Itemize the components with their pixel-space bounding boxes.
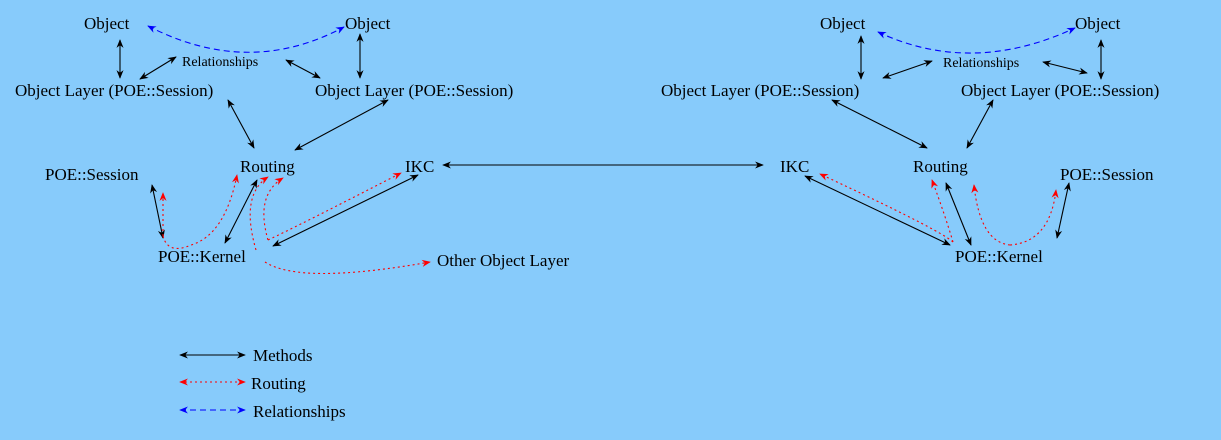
right-edges <box>804 27 1105 246</box>
legend-routing-label: Routing <box>251 374 306 393</box>
node-object: Object <box>84 14 130 33</box>
method-edge <box>1055 182 1071 239</box>
method-edge <box>1042 60 1088 75</box>
node-other-object-layer: Other Object Layer <box>437 251 569 270</box>
node-poe-session: POE::Session <box>1060 165 1154 184</box>
node-routing: Routing <box>913 157 968 176</box>
node-object-layer: Object Layer (POE::Session) <box>315 81 513 100</box>
relationship-edge <box>877 27 1076 54</box>
routing-edge <box>267 172 402 241</box>
node-ikc: IKC <box>405 157 434 176</box>
node-relationships: Relationships <box>182 55 258 70</box>
routing-edge <box>263 177 284 241</box>
node-poe-kernel: POE::Kernel <box>955 247 1043 266</box>
node-object-layer: Object Layer (POE::Session) <box>661 81 859 100</box>
node-object: Object <box>820 14 866 33</box>
method-edge <box>831 99 928 149</box>
node-object-layer: Object Layer (POE::Session) <box>15 81 213 100</box>
method-edge <box>139 56 177 80</box>
node-poe-session: POE::Session <box>45 165 139 184</box>
routing-edge <box>931 179 954 243</box>
method-edge <box>966 99 994 149</box>
legend: Methods Routing Relationships <box>179 346 346 421</box>
routing-edge <box>162 174 239 249</box>
legend-relationships-label: Relationships <box>253 402 346 421</box>
routing-edge <box>249 176 269 251</box>
method-edge <box>294 99 389 151</box>
legend-methods-label: Methods <box>253 346 313 365</box>
method-edge <box>285 59 321 79</box>
node-relationships: Relationships <box>943 56 1019 71</box>
method-edge <box>804 175 951 246</box>
right-labels: Object Object Relationships Object Layer… <box>661 14 1159 266</box>
left-labels: Object Object Relationships Object Layer… <box>15 14 569 270</box>
node-object-layer: Object Layer (POE::Session) <box>961 81 1159 100</box>
method-edge <box>272 174 419 247</box>
left-edges <box>116 25 764 275</box>
method-edge <box>224 179 258 244</box>
node-object: Object <box>345 14 391 33</box>
method-edge <box>882 60 933 79</box>
node-object: Object <box>1075 14 1121 33</box>
method-edge <box>150 184 165 239</box>
node-poe-kernel: POE::Kernel <box>158 247 246 266</box>
method-edge <box>227 99 255 149</box>
method-edge <box>945 182 972 246</box>
routing-edge <box>971 184 1011 246</box>
node-ikc: IKC <box>780 157 809 176</box>
node-routing: Routing <box>240 157 295 176</box>
routing-edge <box>1009 189 1059 246</box>
relationship-edge <box>147 25 345 53</box>
routing-edge <box>819 173 954 243</box>
routing-edge <box>264 259 431 275</box>
